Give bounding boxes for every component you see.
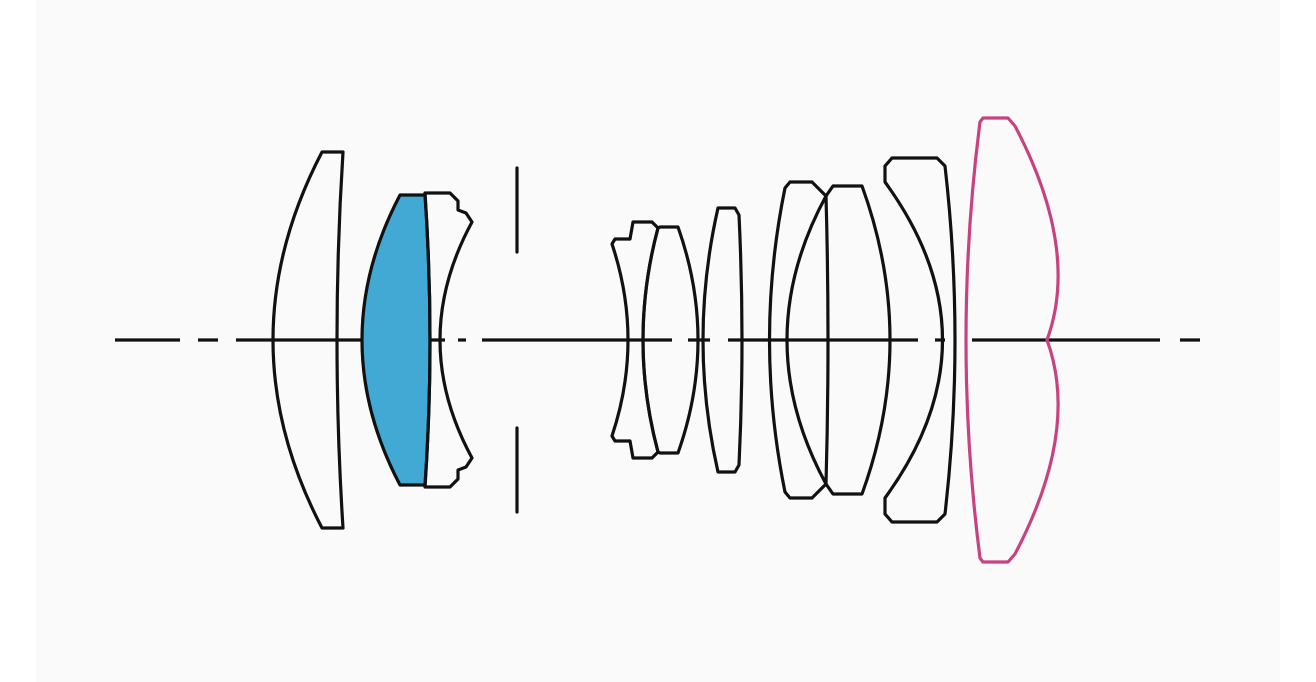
lens-element-7 <box>767 180 830 500</box>
lens-element-10-accent <box>964 116 1060 564</box>
lens-element-9 <box>883 156 957 524</box>
lens-element-1 <box>271 150 345 530</box>
lens-element-2-highlighted <box>360 193 432 487</box>
lens-element-3 <box>423 191 474 489</box>
lens-element-5 <box>641 225 700 455</box>
lens-element-8 <box>785 184 892 496</box>
lens-element-6 <box>701 206 744 474</box>
